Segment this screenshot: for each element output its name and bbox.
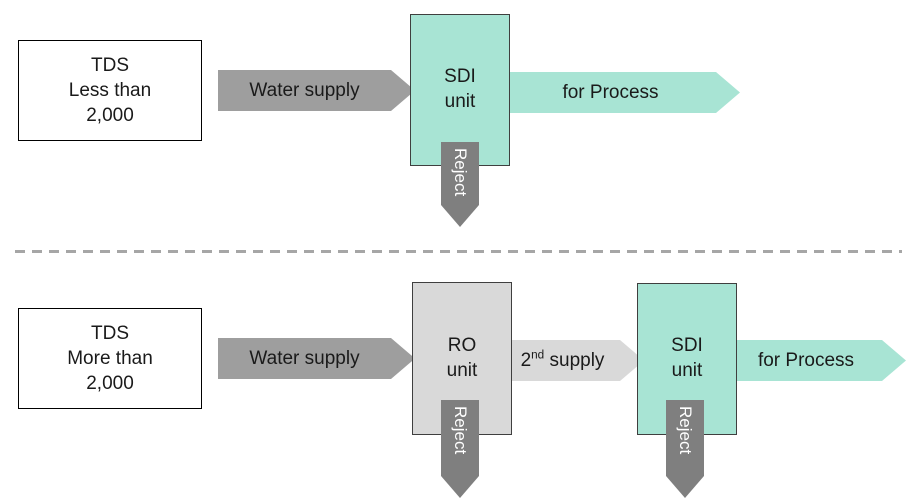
second-supply-label: 2nd supply [520, 348, 605, 371]
sdi-bottom-line1: SDI [671, 335, 703, 357]
for-process-label-top: for Process [562, 81, 659, 103]
water-supply-label-bottom: Water supply [249, 347, 360, 369]
for-process-arrow-top: for Process [505, 72, 740, 113]
sdi-unit-box-top: SDI unit [410, 14, 510, 166]
reject-label-top: Reject [451, 148, 470, 197]
tds-low-line1: TDS [91, 54, 129, 76]
tds-low-line2: Less than [68, 79, 152, 101]
reject-arrow-ro: Reject [441, 400, 479, 498]
tds-low-line3: 2,000 [86, 105, 134, 127]
reject-arrow-sdi: Reject [666, 400, 704, 498]
water-supply-arrow-bottom: Water supply [218, 338, 415, 379]
second-supply-arrow: 2nd supply [505, 340, 644, 381]
ro-unit-line1: RO [447, 334, 477, 356]
sdi-unit-box-bottom: SDI unit [637, 283, 737, 435]
second-supply-ordinal: nd [531, 348, 545, 362]
sdi-top-line1: SDI [444, 66, 476, 88]
for-process-label-bottom: for Process [757, 349, 855, 371]
tds-high-line2: More than [67, 347, 153, 369]
water-supply-label-top: Water supply [249, 79, 360, 101]
reject-arrow-top: Reject [441, 142, 479, 227]
reject-label-ro: Reject [451, 406, 470, 455]
for-process-arrow-bottom: for Process [730, 340, 906, 381]
water-supply-arrow-top: Water supply [218, 70, 415, 111]
sdi-bottom-line2: unit [671, 360, 703, 381]
ro-unit-line2: unit [446, 359, 478, 381]
reject-label-sdi: Reject [676, 406, 695, 455]
tds-more-than-2000-box: TDS More than 2,000 [18, 308, 202, 409]
tds-high-line3: 2,000 [86, 373, 134, 395]
tds-high-line1: TDS [91, 322, 129, 344]
ro-unit-box: RO unit [412, 282, 512, 435]
dashed-divider [15, 250, 902, 253]
sdi-top-line2: unit [444, 91, 476, 112]
tds-less-than-2000-box: TDS Less than 2,000 [18, 40, 202, 141]
